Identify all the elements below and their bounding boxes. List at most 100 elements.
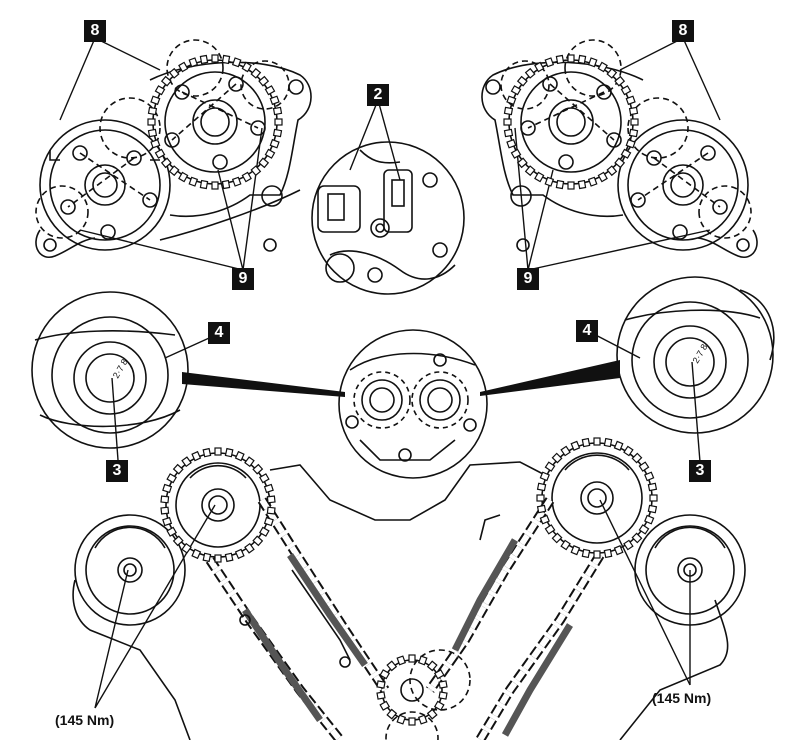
sprocket-tooth <box>620 148 632 159</box>
right-timing-chain <box>425 497 605 740</box>
sprocket-tooth <box>433 700 445 711</box>
sprocket-tooth <box>417 714 428 725</box>
sprocket-tooth <box>162 483 173 494</box>
callout-8-right: 8 <box>672 20 694 42</box>
sprocket-tooth <box>555 179 565 190</box>
sprocket-tooth <box>408 654 416 663</box>
sprocket-tooth <box>647 482 658 492</box>
sprocket-tooth <box>250 165 262 177</box>
sprocket-tooth <box>172 463 184 475</box>
callout-4-right: 4 <box>576 320 598 342</box>
sprocket-tooth <box>160 157 172 169</box>
sprocket-tooth <box>536 494 545 502</box>
sprocket-tooth <box>266 495 276 504</box>
sprocket-tooth <box>638 461 650 472</box>
sprocket-tooth <box>638 524 650 535</box>
sprocket-tooth <box>587 57 598 68</box>
sprocket-tooth <box>577 54 587 65</box>
sprocket-tooth <box>199 54 209 65</box>
callout-4-left: 4 <box>208 322 230 344</box>
svg-text:2·7 8: 2·7 8 <box>111 357 130 380</box>
sprocket-tooth <box>628 128 639 138</box>
sprocket-tooth <box>544 461 556 472</box>
sprocket-tooth <box>263 483 274 494</box>
sprocket-tooth <box>516 157 528 169</box>
sprocket-tooth <box>570 545 581 556</box>
sprocket-tooth <box>376 680 386 689</box>
callout-8-left: 8 <box>84 20 106 42</box>
sprocket-tooth <box>417 655 428 666</box>
sprocket-tooth <box>244 456 255 468</box>
sprocket-tooth <box>224 447 234 458</box>
sprocket-tooth <box>567 54 575 63</box>
left-chain-guide <box>287 553 368 668</box>
sprocket-tooth <box>536 482 547 492</box>
sprocket-tooth <box>534 171 545 183</box>
sprocket-tooth <box>396 714 407 725</box>
sprocket-tooth <box>438 691 448 700</box>
top-right-camshaft-assembly <box>481 39 758 259</box>
intake-cam-phaser <box>39 119 171 251</box>
sprocket-tooth <box>168 67 180 79</box>
sprocket-tooth <box>506 138 517 149</box>
sprocket-tooth <box>506 95 517 106</box>
sprocket-tooth <box>386 708 398 720</box>
sprocket-tooth <box>438 680 448 689</box>
sprocket-tooth <box>551 532 563 544</box>
sprocket-tooth <box>631 452 643 464</box>
sprocket-tooth <box>258 157 270 169</box>
sprocket-tooth <box>263 516 274 527</box>
sprocket-tooth <box>211 54 219 63</box>
sprocket-tooth <box>214 447 222 456</box>
sprocket-tooth <box>649 494 658 502</box>
sprocket-tooth <box>593 550 601 559</box>
sprocket-tooth <box>587 176 598 187</box>
sprocket-teeth <box>147 54 283 190</box>
sprocket-tooth <box>581 437 591 448</box>
sprocket-tooth <box>379 669 391 680</box>
right-connector-wedge <box>480 360 620 396</box>
sprocket-tooth <box>231 176 242 187</box>
sprocket-tooth <box>166 473 178 484</box>
sprocket-tooth <box>258 75 270 87</box>
sprocket-tooth <box>274 118 283 126</box>
sprocket-tooth <box>603 437 613 448</box>
left-tensioner-guide <box>242 608 323 723</box>
sprocket-tooth <box>408 717 416 726</box>
sprocket-tooth <box>555 54 565 65</box>
sprocket-teeth <box>536 437 658 559</box>
sprocket-tooth <box>644 514 655 525</box>
sprocket-tooth <box>524 67 536 79</box>
sprocket-tooth <box>244 542 255 554</box>
sprocket-tooth <box>178 61 189 73</box>
sprocket-tooth <box>162 516 173 527</box>
right-chain-guide <box>451 538 519 652</box>
torque-label-left: (145 Nm) <box>55 712 115 728</box>
cam-sensor-detail <box>311 141 465 295</box>
left-timing-chain <box>205 497 390 740</box>
sprocket-tooth <box>379 700 391 711</box>
left-connector-wedge <box>182 372 345 397</box>
sprocket-tooth <box>524 165 536 177</box>
sprocket-tooth <box>168 165 180 177</box>
sprocket-tooth <box>644 471 655 482</box>
sprocket-tooth <box>510 85 522 96</box>
callout-2: 2 <box>367 84 389 106</box>
sprocket-tooth <box>539 514 550 525</box>
sprocket-tooth <box>154 85 166 96</box>
sprocket-tooth <box>630 118 639 126</box>
sprocket-tooth <box>221 179 231 190</box>
sprocket-tooth <box>603 548 613 559</box>
sprocket-tooth <box>503 118 512 126</box>
sprocket-tooth <box>202 552 212 563</box>
sprocket-tooth <box>536 504 547 514</box>
sprocket-tooth <box>172 535 184 547</box>
sprocket-tooth <box>613 545 624 556</box>
callout-3-right: 3 <box>689 460 711 482</box>
sprocket-tooth <box>606 67 618 79</box>
leader-lines <box>59 37 721 709</box>
bottom-timing-section <box>72 442 746 740</box>
sprocket-tooth <box>597 61 608 73</box>
sprocket-tooth <box>166 526 178 537</box>
sprocket-tooth <box>264 148 276 159</box>
